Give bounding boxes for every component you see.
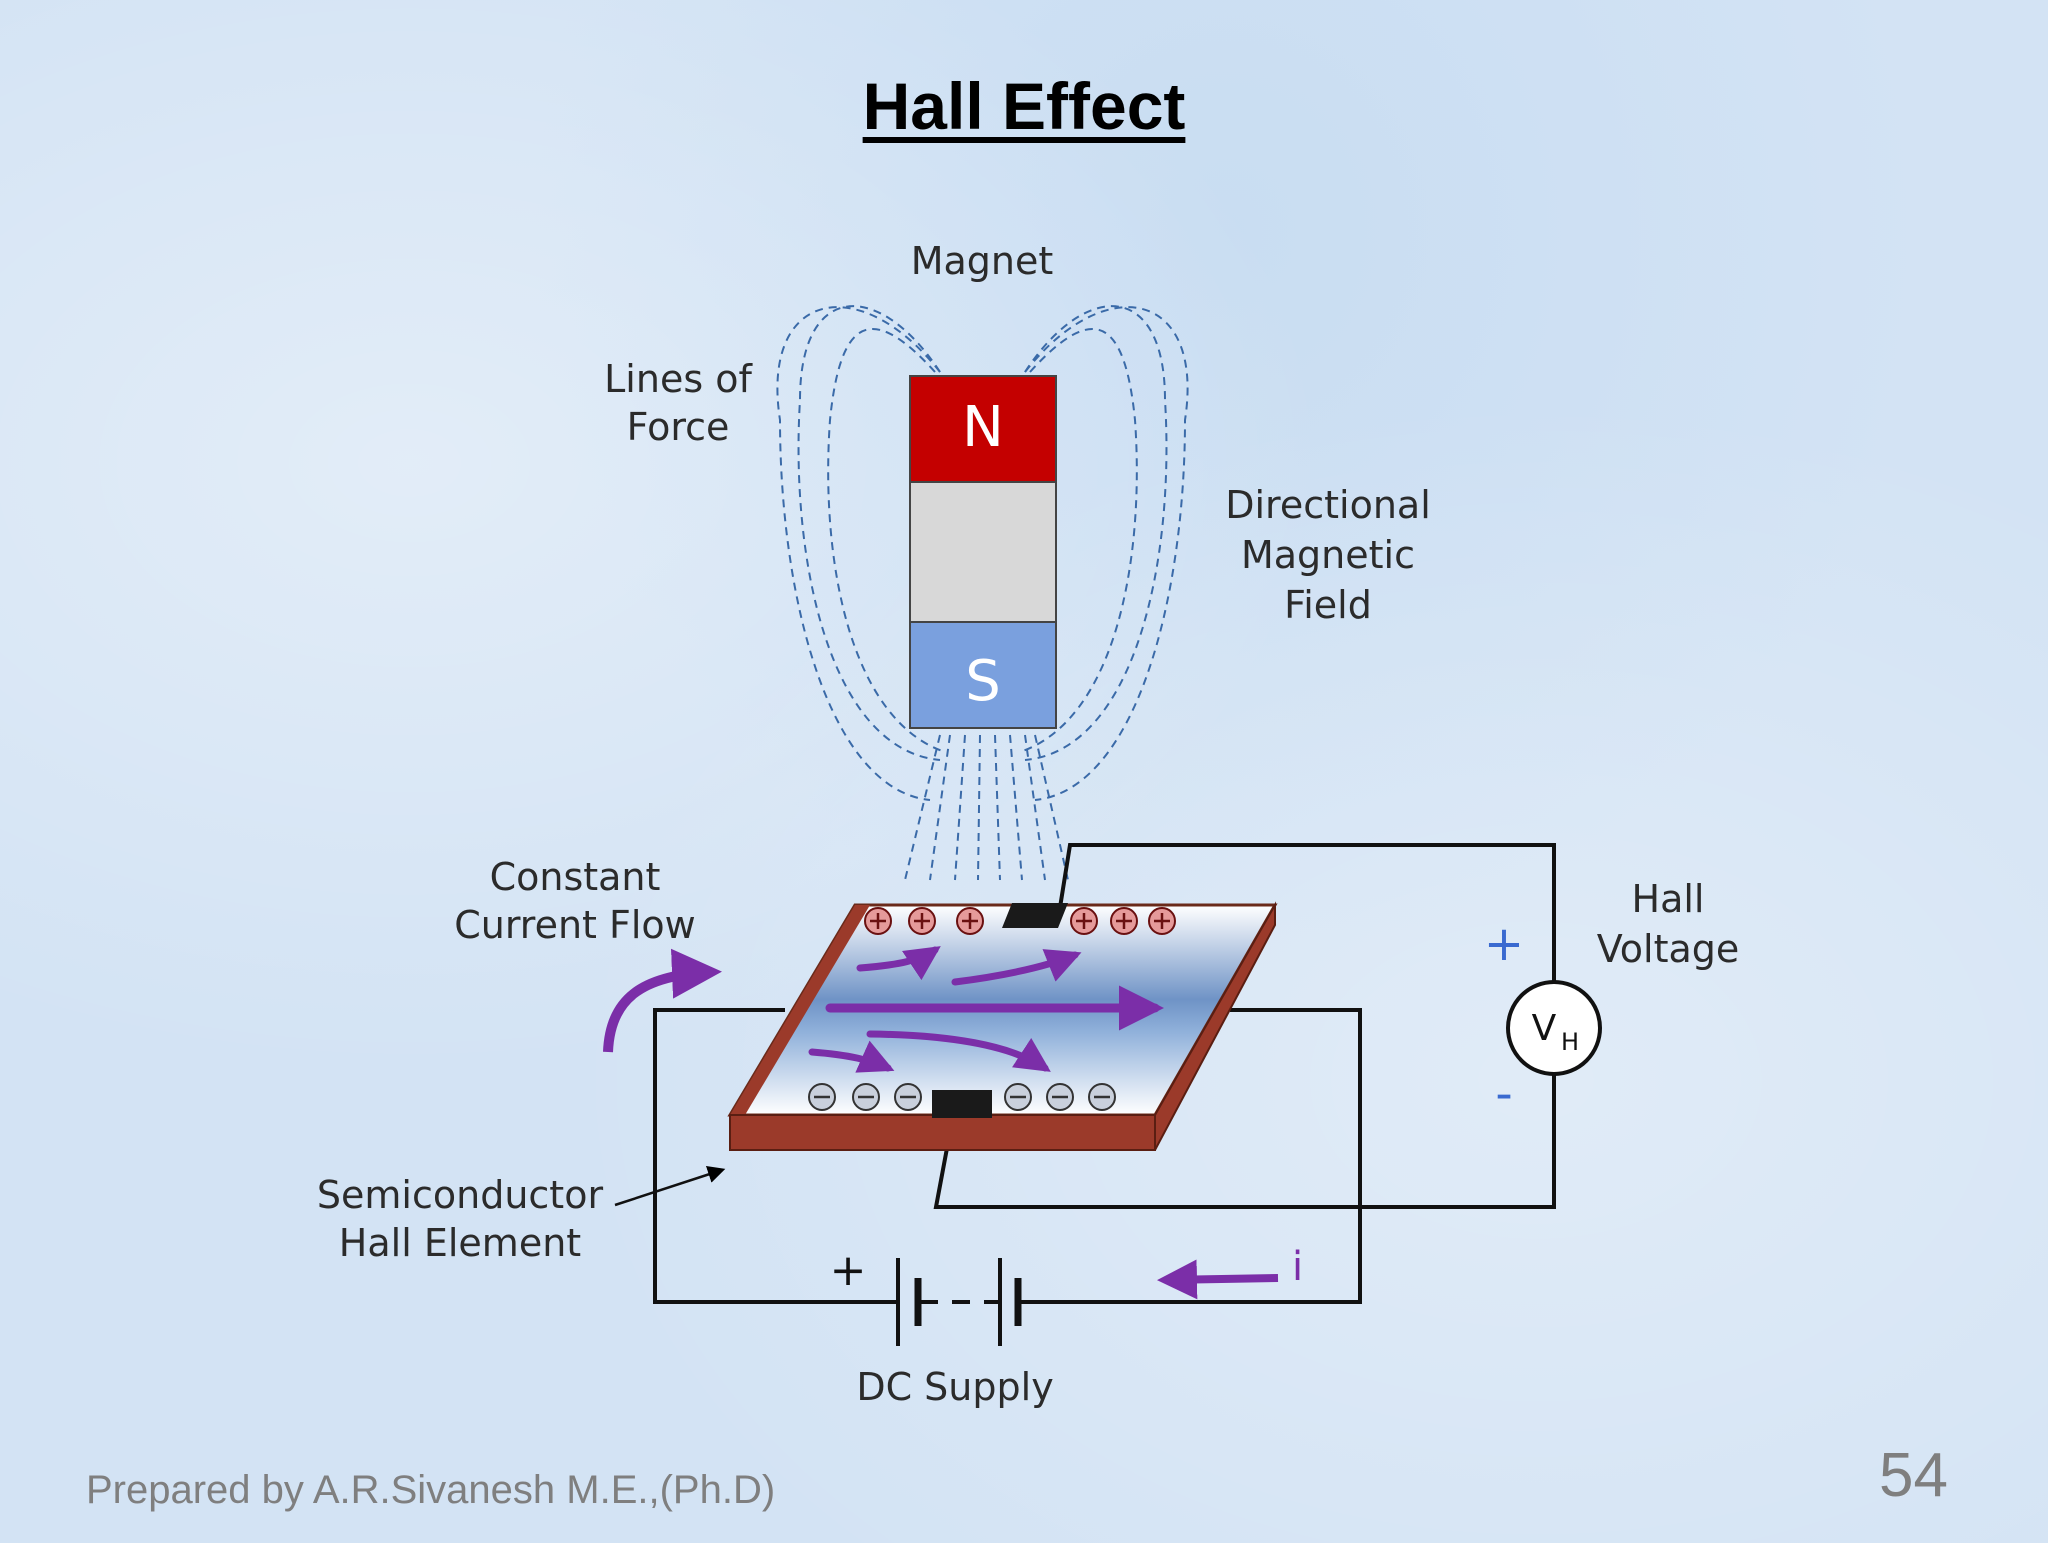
semiconductor-plate	[727, 901, 1278, 1151]
constant-current-arrow	[603, 948, 722, 1053]
label-directional-2: Magnetic	[1241, 533, 1415, 577]
dc-battery	[896, 1258, 1022, 1346]
label-constant-2: Current Flow	[454, 903, 696, 947]
slide-footer: Prepared by A.R.Sivanesh M.E.,(Ph.D)	[86, 1468, 776, 1512]
label-lines-of-force-1: Lines of	[604, 357, 753, 401]
label-hall-voltage-2: Voltage	[1597, 927, 1740, 971]
label-semiconductor-2: Hall Element	[339, 1221, 581, 1265]
label-directional-3: Field	[1284, 583, 1372, 627]
current-flow-arrows	[808, 946, 1164, 1073]
label-constant-1: Constant	[490, 855, 661, 899]
battery-plus-sign: +	[830, 1245, 867, 1296]
label-magnet: Magnet	[911, 239, 1054, 283]
page-number: 54	[1879, 1441, 1948, 1510]
top-contact	[1002, 903, 1068, 928]
label-semiconductor-1: Semiconductor	[317, 1173, 604, 1217]
north-pole	[909, 375, 1057, 483]
current-i-arrow	[1157, 1259, 1279, 1300]
semiconductor-pointer	[614, 1166, 726, 1207]
label-directional-1: Directional	[1225, 483, 1431, 527]
voltmeter-v: V	[1532, 1008, 1557, 1049]
slide-title: Hall Effect	[862, 69, 1186, 143]
north-label: N	[962, 395, 1004, 460]
hall-minus-sign: -	[1495, 1066, 1512, 1122]
south-pole	[909, 621, 1057, 729]
hall-plus-sign: +	[1484, 916, 1524, 972]
circuit-wires	[653, 843, 1556, 1304]
label-hall-voltage-1: Hall	[1632, 877, 1705, 921]
voltmeter-subscript: H	[1561, 1028, 1579, 1056]
label-lines-of-force-2: Force	[627, 405, 730, 449]
magnet-body	[909, 481, 1057, 623]
bottom-contact	[932, 1090, 992, 1118]
magnetic-field-lines	[776, 305, 1189, 881]
bar-magnet: N S	[909, 375, 1057, 729]
hall-voltmeter: V H	[1506, 980, 1602, 1076]
positive-charge-signs	[870, 913, 1170, 929]
label-dc-supply: DC Supply	[856, 1365, 1053, 1409]
current-i-label: i	[1292, 1244, 1303, 1290]
south-label: S	[965, 649, 1001, 714]
